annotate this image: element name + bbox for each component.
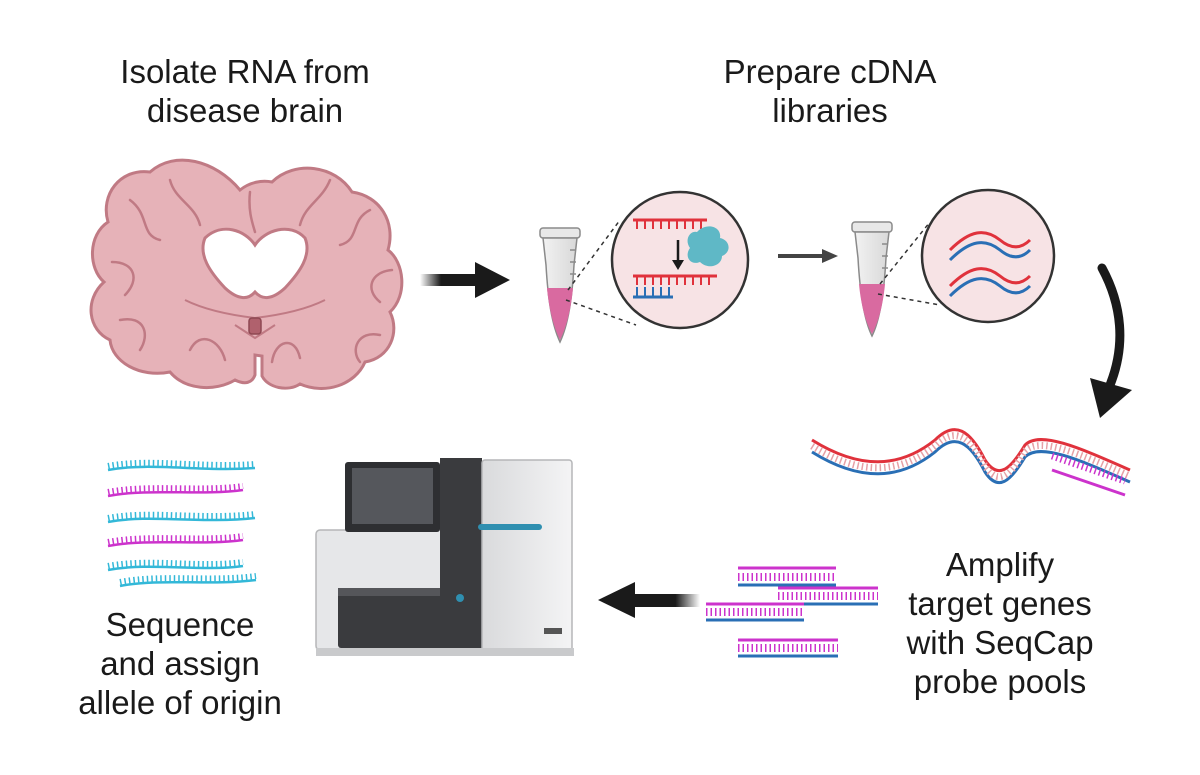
fragment-2: [778, 586, 878, 606]
read-cyan-3: [107, 559, 244, 572]
fragment-1: [738, 566, 836, 587]
step-sequence-line-2: and assign: [100, 645, 260, 682]
cdna-strand-bottom: [633, 274, 717, 299]
step-amplify-line-2: target genes: [908, 585, 1092, 622]
zoom-lines: [565, 219, 637, 326]
read-cyan-4: [119, 573, 257, 588]
reverse-transcription-circle: [610, 190, 750, 330]
step-amplify-label: Amplify target genes with SeqCap probe p…: [880, 545, 1120, 701]
read-cyan-2: [107, 511, 256, 524]
step-sequence-line-1: Sequence: [105, 606, 255, 643]
amplified-fragments: [706, 566, 878, 658]
step-isolate-line-1: Isolate RNA from: [120, 53, 370, 90]
sequencing-reads: [107, 459, 257, 588]
step-sequence-line-3: allele of origin: [78, 684, 282, 721]
step-amplify-line-4: probe pools: [913, 663, 1087, 700]
read-magenta-1: [107, 483, 244, 498]
step-amplify-line-1: Amplify: [945, 546, 1055, 583]
arrow-left-icon: [598, 582, 700, 618]
enzyme-icon: [687, 226, 729, 267]
tube-icon: [539, 227, 581, 344]
captured-rna-strand: [810, 428, 1132, 497]
step-sequence-label: Sequence and assign allele of origin: [50, 605, 310, 722]
arrow-curve-down-icon: [1090, 263, 1132, 418]
step-isolate-line-2: disease brain: [146, 92, 344, 129]
read-magenta-2: [107, 533, 244, 548]
step-prepare-line-2: libraries: [772, 92, 888, 129]
step-amplify-line-3: with SeqCap: [906, 624, 1094, 661]
sequencer-icon: [315, 458, 574, 656]
brain-ventricles: [201, 227, 309, 299]
zoom-lines: [877, 221, 941, 306]
tube-icon: [851, 221, 893, 338]
step-prepare-line-1: Prepare cDNA: [723, 53, 937, 90]
probe-icon: [1050, 452, 1127, 497]
step-prepare-label: Prepare cDNA libraries: [680, 52, 980, 130]
arrow-right-icon: [420, 262, 510, 298]
step-isolate-label: Isolate RNA from disease brain: [85, 52, 405, 130]
rna-strand-top: [633, 218, 707, 229]
fragment-4: [738, 638, 838, 658]
cdna-library-circle: [920, 188, 1056, 324]
fragment-3: [706, 602, 804, 622]
arrow-right-small-icon: [778, 249, 838, 263]
brain-icon: [89, 158, 404, 390]
read-cyan-1: [107, 459, 256, 472]
arrow-down-icon: [672, 240, 684, 270]
